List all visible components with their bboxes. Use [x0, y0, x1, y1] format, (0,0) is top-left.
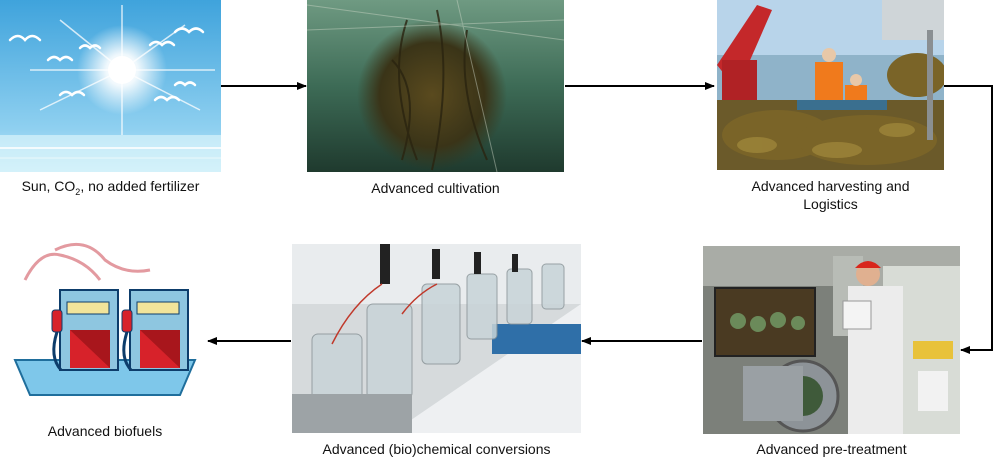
step-harvesting-label: Advanced harvesting and Logistics	[751, 178, 910, 212]
step-cultivation-label: Advanced cultivation	[371, 180, 500, 196]
fuel-pump-icon	[5, 240, 205, 410]
step-sun-label: Sun, CO2, no added fertilizer	[21, 178, 200, 197]
step-pretreatment-label: Advanced pre-treatment	[756, 441, 907, 457]
step-biofuels-label: Advanced biofuels	[47, 423, 163, 439]
sun-sky-illustration	[0, 0, 221, 172]
underwater-seaweed-photo	[307, 0, 564, 172]
seaweed-harvest-boat-photo	[717, 0, 944, 170]
pretreatment-lab-photo	[703, 246, 960, 434]
arrow-harvesting-to-pretreatment	[944, 85, 993, 354]
step-conversions-label: Advanced (bio)chemical conversions	[322, 441, 551, 457]
bioreactor-lab-photo	[292, 244, 581, 433]
